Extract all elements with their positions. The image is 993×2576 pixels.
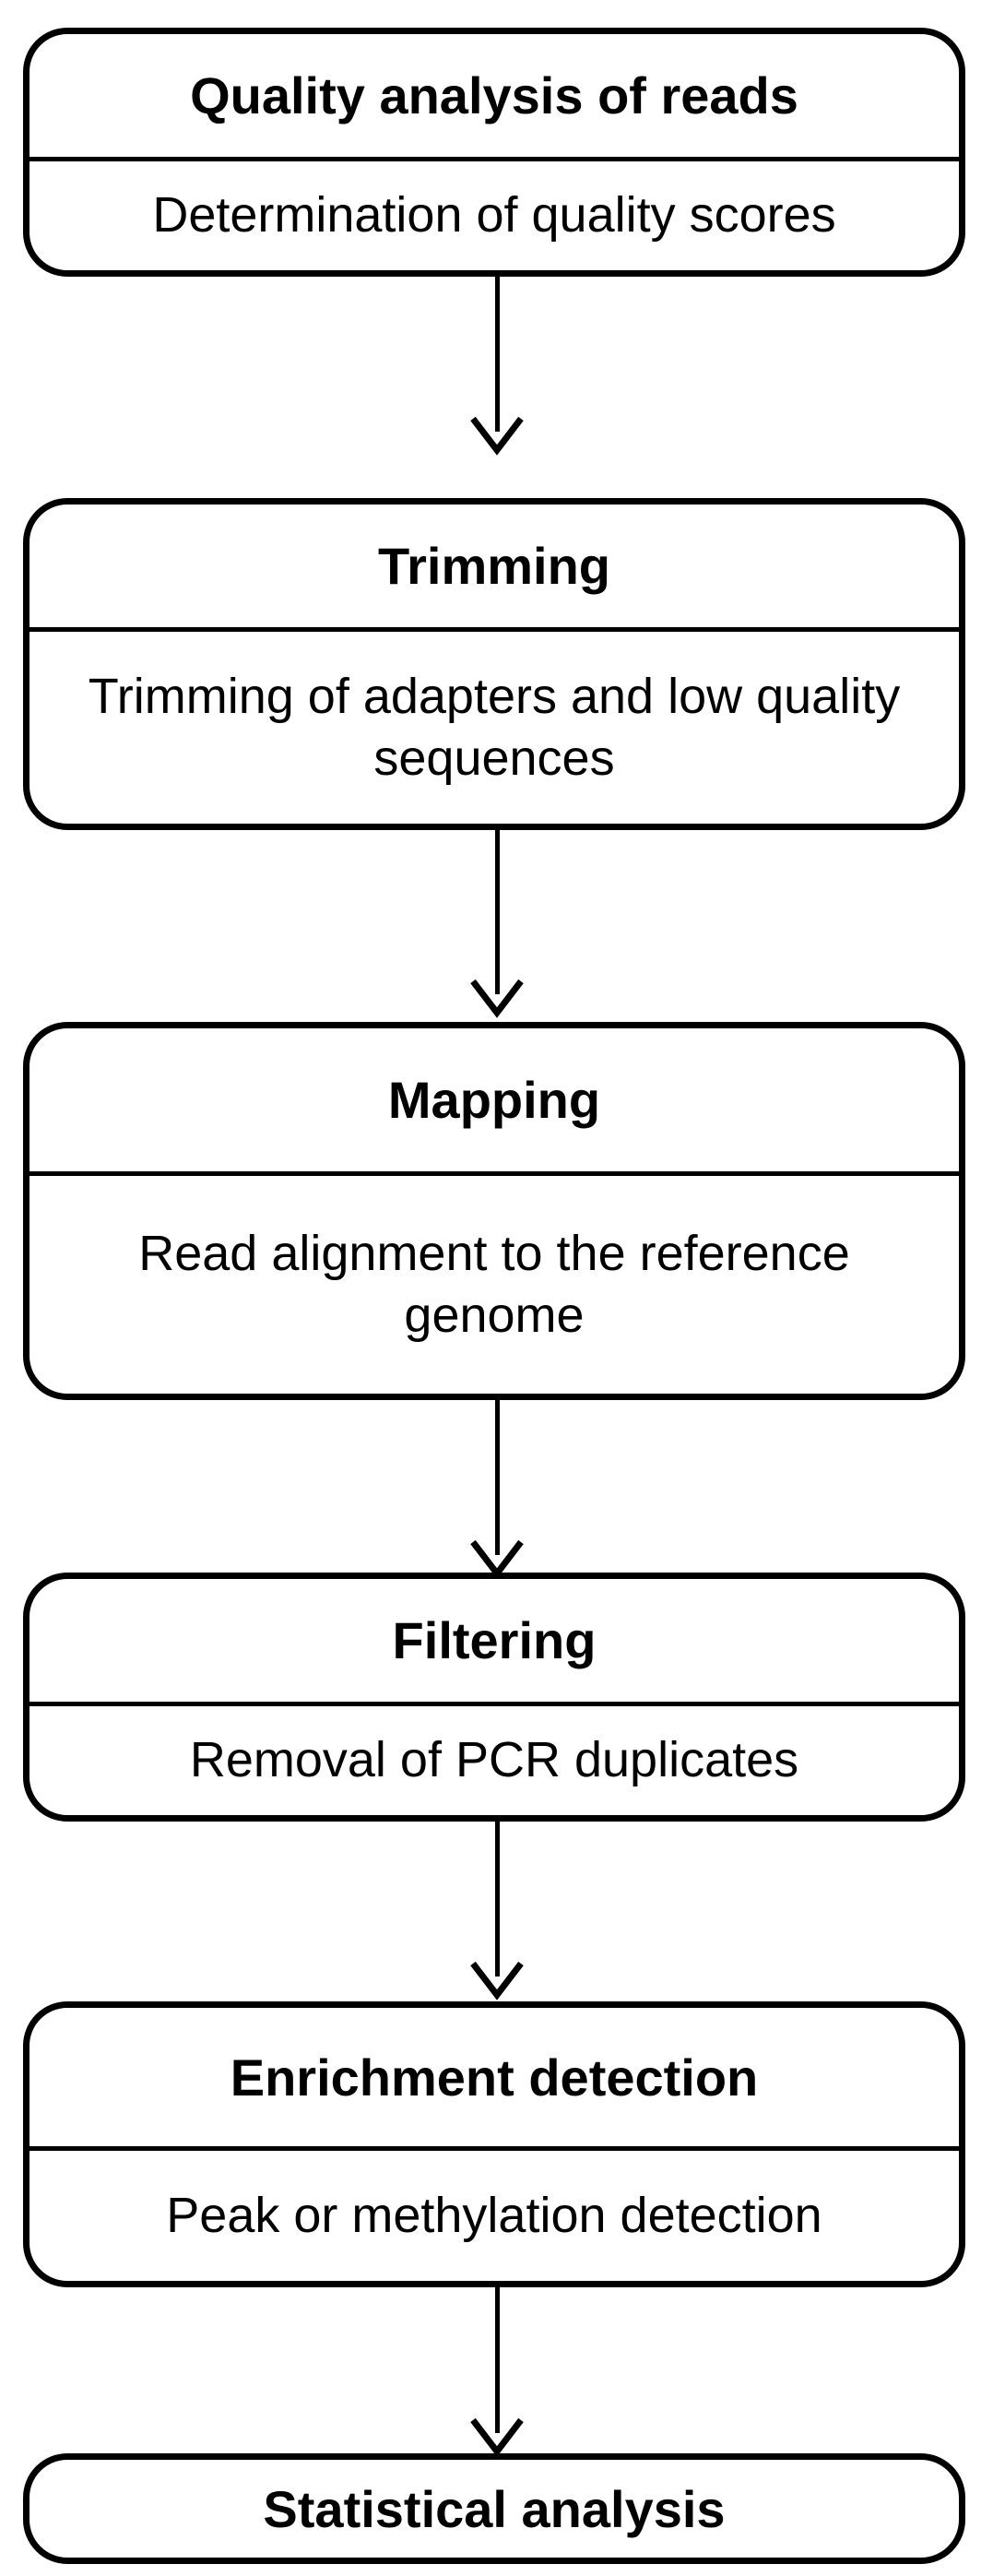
- step-description: Removal of PCR duplicates: [189, 1732, 799, 1788]
- step-enrichment-detection: Enrichment detection Peak or methylation…: [23, 2001, 965, 2287]
- flow-arrow: [470, 2287, 524, 2457]
- step-statistical-analysis: Statistical analysis: [23, 2453, 965, 2564]
- step-quality-analysis: Quality analysis of reads Determination …: [23, 28, 965, 277]
- step-filtering: Filtering Removal of PCR duplicates: [23, 1573, 965, 1822]
- step-title: Trimming: [30, 505, 959, 632]
- step-mapping: Mapping Read alignment to the reference …: [23, 1022, 965, 1400]
- step-title: Quality analysis of reads: [30, 34, 959, 161]
- step-description: Read alignment to the reference genome: [138, 1225, 850, 1344]
- flow-arrow: [470, 1400, 524, 1579]
- flow-arrow: [470, 1822, 524, 2000]
- flow-arrow: [470, 277, 524, 456]
- step-title: Filtering: [30, 1579, 959, 1706]
- flow-arrow: [470, 830, 524, 1018]
- step-title: Enrichment detection: [30, 2008, 959, 2151]
- step-trimming: Trimming Trimming of adapters and low qu…: [23, 498, 965, 830]
- step-description: Determination of quality scores: [152, 187, 836, 243]
- step-description: Peak or methylation detection: [166, 2187, 822, 2243]
- step-title: Statistical analysis: [263, 2479, 726, 2538]
- step-title: Mapping: [30, 1028, 959, 1176]
- step-description: Trimming of adapters and low quality seq…: [88, 668, 901, 787]
